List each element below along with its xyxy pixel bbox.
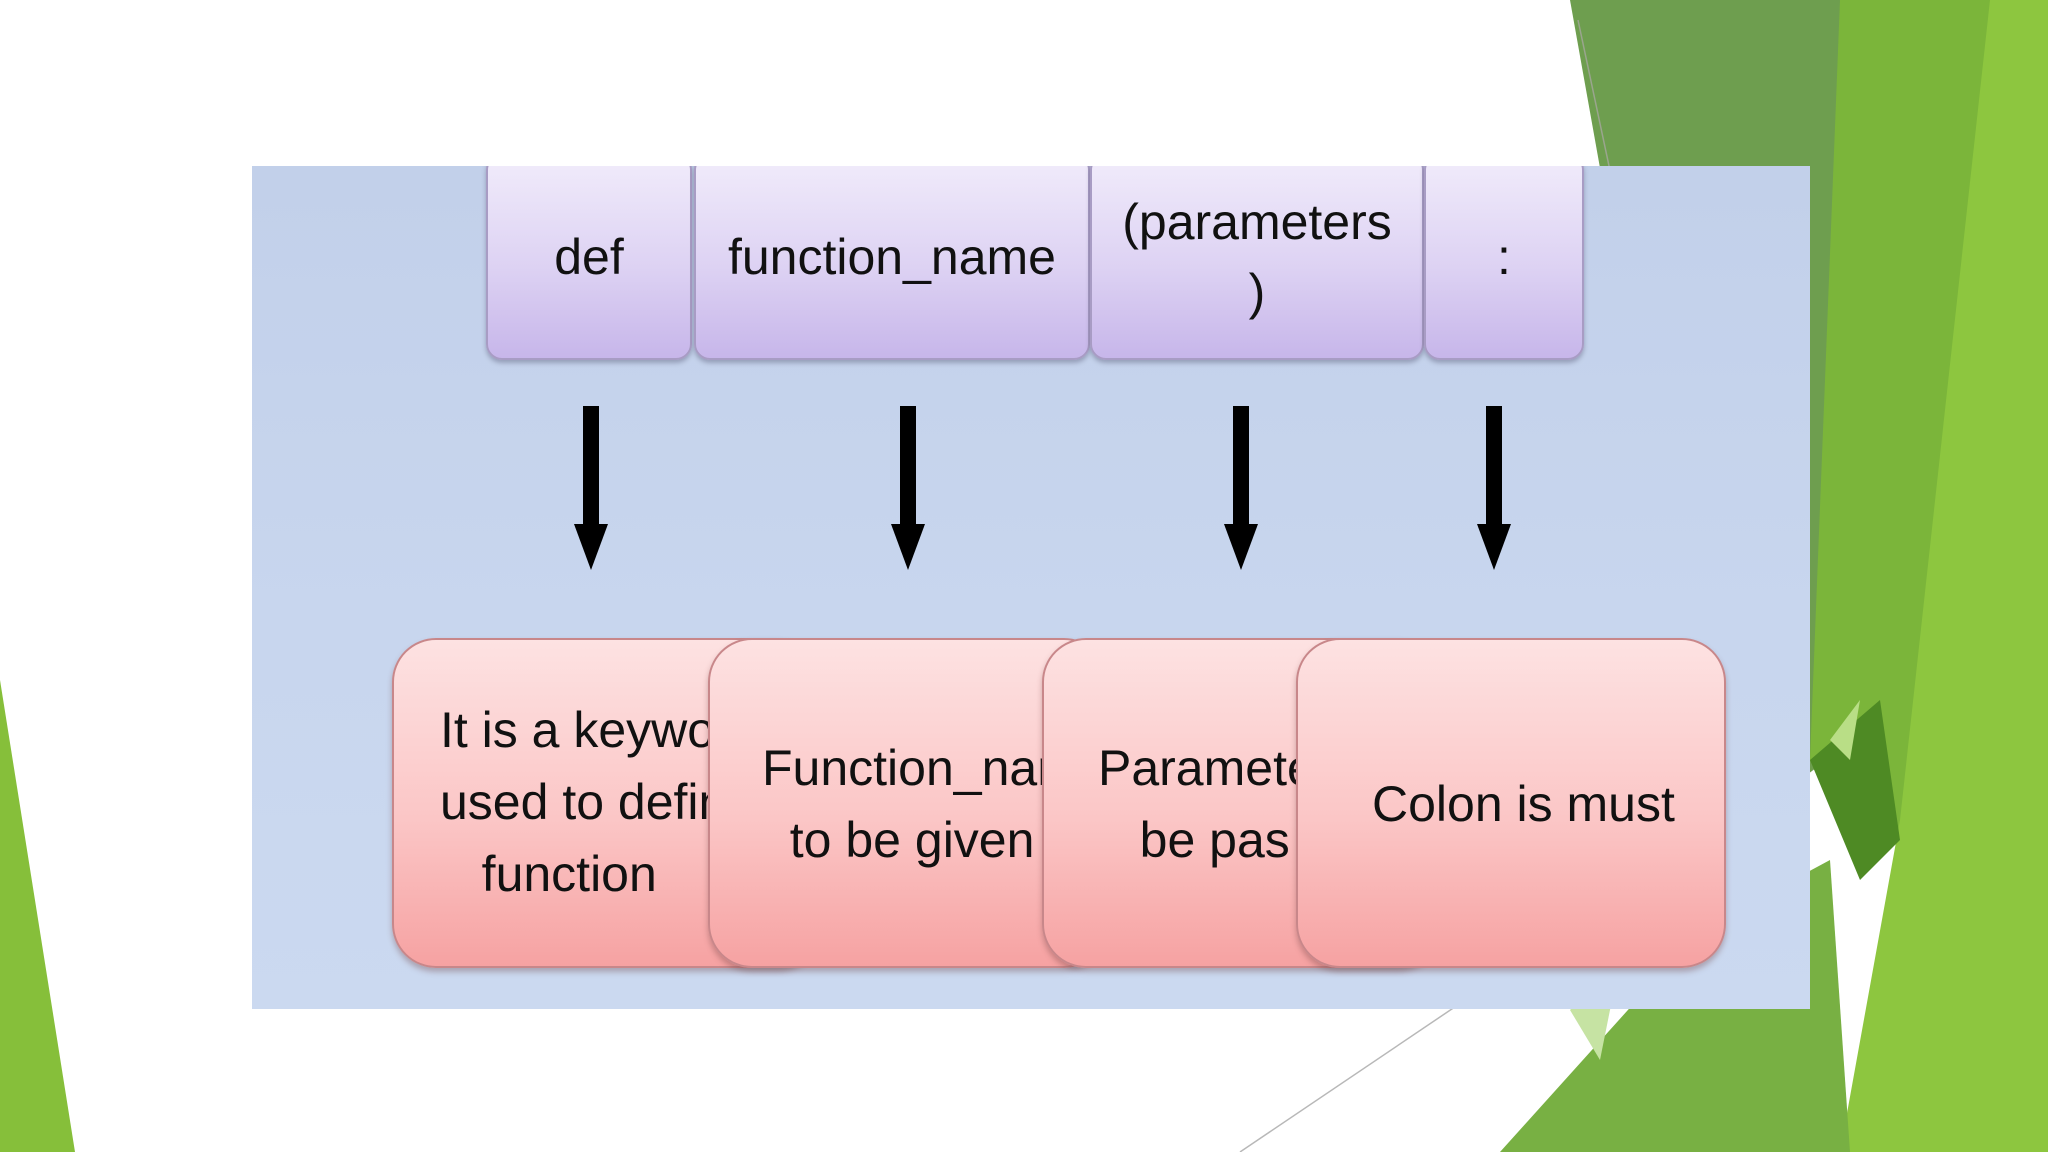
left-green-shard <box>0 680 75 1152</box>
right-green-shard-light <box>1840 0 2048 1152</box>
arrow-down-icon <box>1224 406 1258 570</box>
right-green-shard-mid <box>1810 0 2000 840</box>
thin-line-bottom <box>1239 989 1481 1152</box>
description-function-name-text: Function_nan to be given <box>762 740 1066 868</box>
arrow-down-icon <box>574 406 608 570</box>
right-green-shard-pale <box>1830 700 1860 760</box>
thin-line-top <box>1577 19 1613 181</box>
description-colon-box: Colon is must <box>1296 638 1726 968</box>
description-parameters-text: Paramete be pas <box>1098 740 1315 868</box>
arrow-down-icon <box>891 406 925 570</box>
description-function-name-box: Function_nan to be given <box>708 638 1108 968</box>
right-green-shard-deep <box>1810 700 1900 880</box>
arrow-down-icon <box>1477 406 1511 570</box>
arrows-layer <box>574 406 1511 570</box>
token-function-name-box: function_name <box>694 166 1090 360</box>
token-def-box: def <box>486 166 692 360</box>
token-colon-box: : <box>1424 166 1584 360</box>
description-def-text: It is a keywo used to defin function <box>440 702 727 902</box>
function-definition-diagram: def function_name (parameters ) : It is … <box>252 166 1810 1009</box>
token-parameters-box: (parameters ) <box>1090 166 1424 360</box>
description-colon-text: Colon is must <box>1372 776 1675 832</box>
